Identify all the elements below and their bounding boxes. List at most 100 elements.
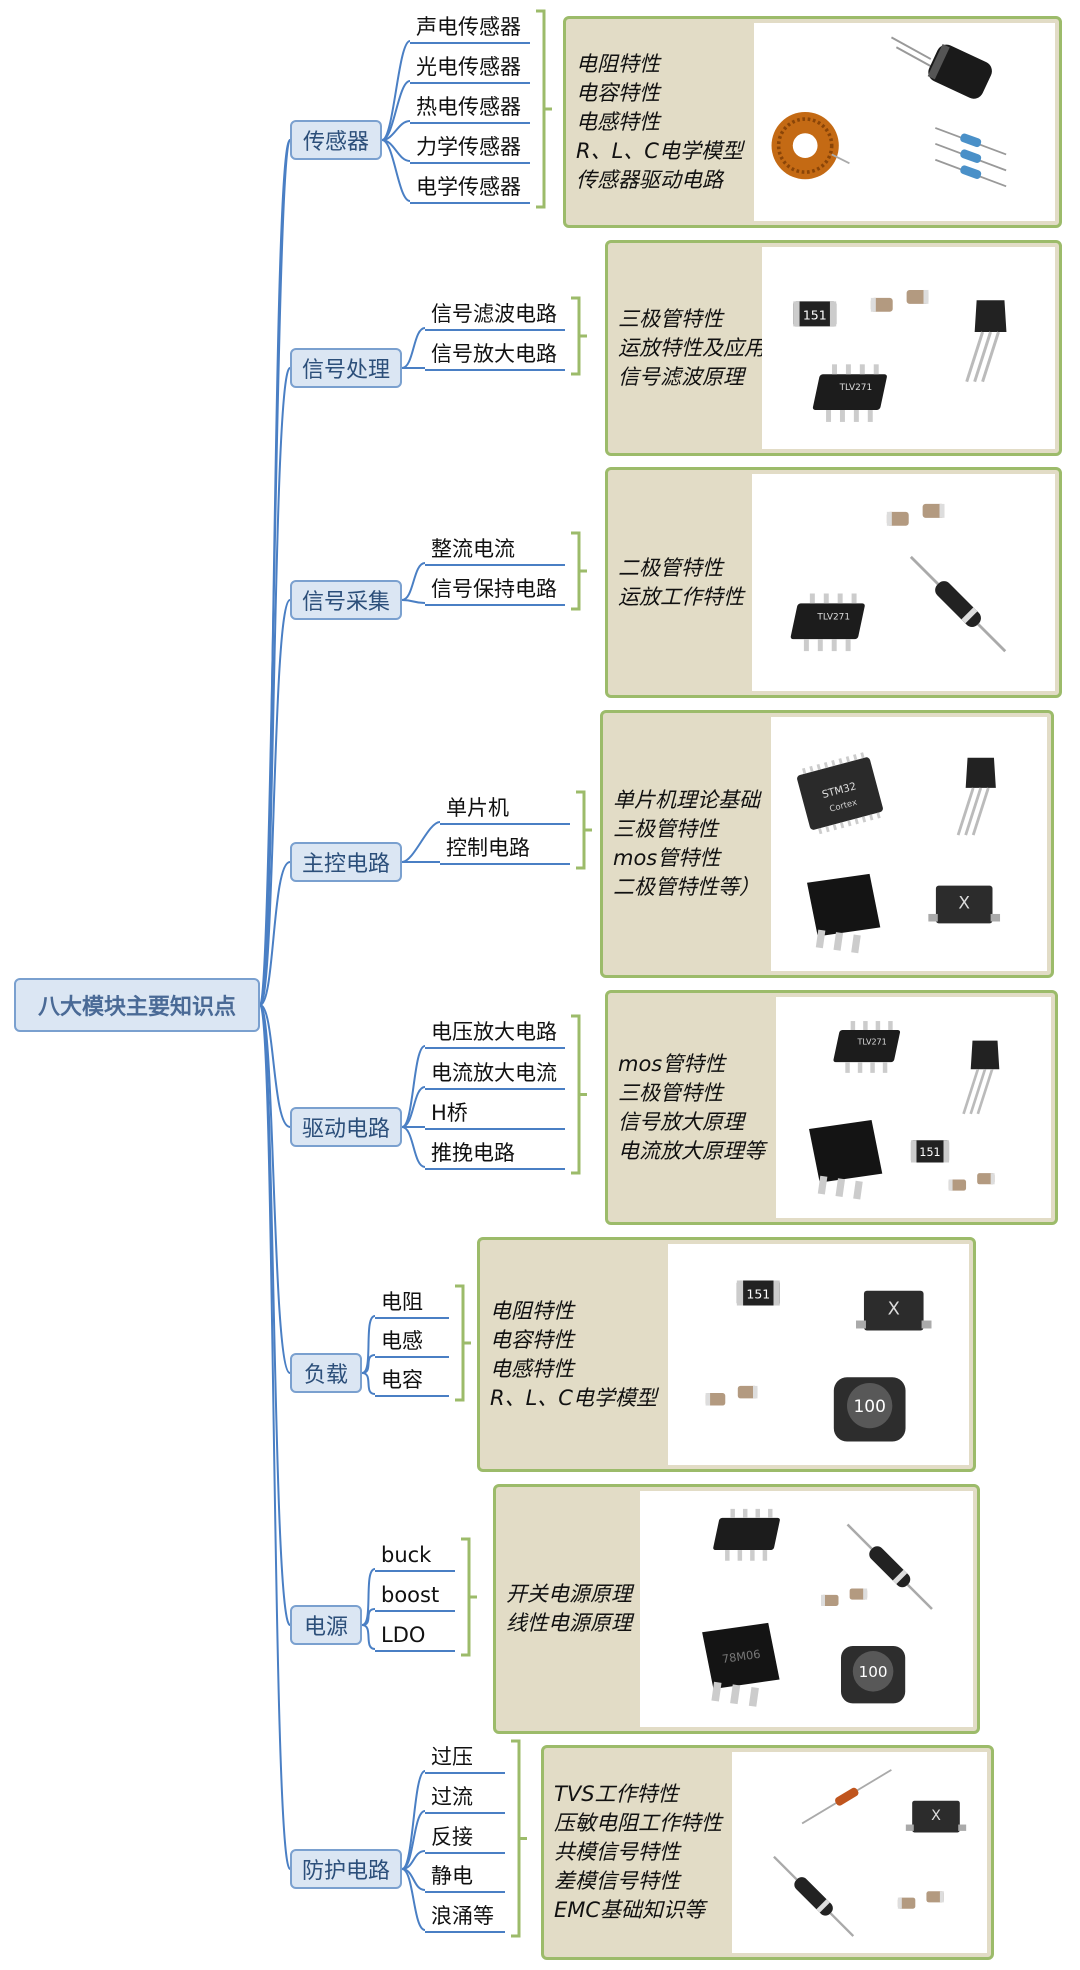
svg-text:100: 100 — [859, 1663, 888, 1681]
soic-ic-icon — [713, 1508, 780, 1561]
root-topic[interactable]: 八大模块主要知识点 — [14, 978, 260, 1032]
root-connector — [259, 599, 291, 1006]
svg-text:151: 151 — [919, 1146, 940, 1159]
resistors-icon — [935, 127, 1007, 188]
sub-connector — [401, 562, 426, 601]
module-8[interactable]: 防护电路 — [290, 1849, 402, 1889]
module-6[interactable]: 负载 — [290, 1353, 362, 1393]
root-connector — [259, 1004, 291, 1128]
root-connector — [259, 139, 291, 1006]
svg-text:78M06: 78M06 — [721, 1647, 761, 1666]
sub-item[interactable]: 电压放大电路 — [425, 1022, 565, 1049]
knowledge-item: R、L、C电学模型 — [576, 138, 743, 163]
root-connector — [259, 861, 291, 1006]
smd-capacitors-icon — [897, 1891, 944, 1909]
sub-item[interactable]: 信号放大电路 — [425, 344, 565, 371]
svg-text:151: 151 — [803, 307, 827, 322]
svg-text:TLV271: TLV271 — [816, 612, 850, 622]
smd-diode-icon: X — [856, 1290, 932, 1331]
sub-item[interactable]: 信号保持电路 — [425, 579, 565, 606]
knowledge-item: 三极管特性 — [618, 1080, 723, 1105]
svg-text:100: 100 — [853, 1397, 885, 1417]
sub-item[interactable]: 信号滤波电路 — [425, 304, 565, 331]
knowledge-item: 信号放大原理 — [618, 1109, 744, 1134]
sub-item[interactable]: 过压 — [425, 1747, 505, 1774]
knowledge-list: 开关电源原理线性电源原理 — [506, 1487, 632, 1731]
sub-item[interactable]: LDO — [375, 1625, 455, 1652]
knowledge-item: 电容特性 — [490, 1327, 574, 1352]
sub-item[interactable]: 过流 — [425, 1787, 505, 1814]
axial-diode-icon — [773, 1855, 855, 1937]
sub-item[interactable]: buck — [375, 1545, 455, 1572]
module-5[interactable]: 驱动电路 — [290, 1107, 402, 1147]
smd-resistor-151-icon: 151 — [736, 1280, 780, 1306]
smd-capacitors-icon — [870, 289, 929, 312]
sub-item[interactable]: 电学传感器 — [410, 177, 530, 204]
root-connector — [259, 367, 291, 1006]
knowledge-item: 传感器驱动电路 — [576, 167, 723, 192]
knowledge-item: 开关电源原理 — [506, 1582, 632, 1606]
root-connector — [259, 1004, 291, 1870]
group-bracket — [576, 790, 592, 870]
smd-capacitors-icon — [705, 1385, 758, 1406]
sub-item[interactable]: 电阻 — [375, 1292, 449, 1319]
component-photo: 78M06 100 — [640, 1491, 973, 1727]
sub-item[interactable]: 反接 — [425, 1827, 505, 1854]
power-inductor-100-icon: 100 — [840, 1645, 906, 1704]
module-1[interactable]: 传感器 — [290, 120, 382, 160]
dpak-regulator-icon: 78M06 — [702, 1622, 780, 1707]
group-bracket — [571, 1014, 587, 1175]
sub-item[interactable]: 电流放大电流 — [425, 1063, 565, 1090]
sub-item[interactable]: boost — [375, 1585, 455, 1612]
module-4[interactable]: 主控电路 — [290, 842, 402, 882]
sub-item[interactable]: H桥 — [425, 1103, 565, 1130]
electrolytic-capacitor-icon — [890, 36, 992, 99]
group-bracket — [511, 1739, 527, 1938]
sub-item[interactable]: 整流电流 — [425, 539, 565, 566]
knowledge-box: 开关电源原理线性电源原理 78M06 100 — [493, 1484, 980, 1734]
sub-item[interactable]: 电容 — [375, 1370, 449, 1397]
svg-text:X: X — [888, 1299, 900, 1320]
sub-connector — [361, 1372, 376, 1395]
sub-item[interactable]: 控制电路 — [440, 838, 570, 865]
group-bracket — [571, 296, 587, 376]
group-bracket — [536, 9, 552, 209]
to92-transistor-icon — [965, 300, 1007, 383]
sub-item[interactable]: 热电传感器 — [410, 97, 530, 124]
sub-item[interactable]: 电感 — [375, 1331, 449, 1358]
sub-item[interactable]: 声电传感器 — [410, 17, 530, 44]
knowledge-item: 共模信号特性 — [554, 1840, 680, 1864]
smd-capacitors-icon — [821, 1588, 868, 1606]
module-7[interactable]: 电源 — [290, 1605, 362, 1645]
knowledge-item: EMC基础知识等 — [554, 1898, 706, 1922]
module-2[interactable]: 信号处理 — [290, 348, 402, 388]
component-photo — [754, 23, 1055, 221]
knowledge-list: 三极管特性运放特性及应用信号滤波原理 — [618, 243, 765, 453]
sub-item[interactable]: 单片机 — [440, 798, 570, 825]
module-3[interactable]: 信号采集 — [290, 580, 402, 620]
sub-item[interactable]: 静电 — [425, 1866, 505, 1893]
sub-item[interactable]: 推挽电路 — [425, 1143, 565, 1170]
to92-transistor-icon — [956, 757, 996, 836]
knowledge-item: 运放特性及应用 — [618, 335, 765, 360]
knowledge-item: 电容特性 — [576, 80, 660, 105]
dpak-mosfet-icon — [807, 873, 881, 954]
sub-item[interactable]: 浪涌等 — [425, 1906, 505, 1933]
sub-item[interactable]: 力学传感器 — [410, 137, 530, 164]
sub-item[interactable]: 光电传感器 — [410, 57, 530, 84]
svg-text:X: X — [958, 893, 970, 913]
